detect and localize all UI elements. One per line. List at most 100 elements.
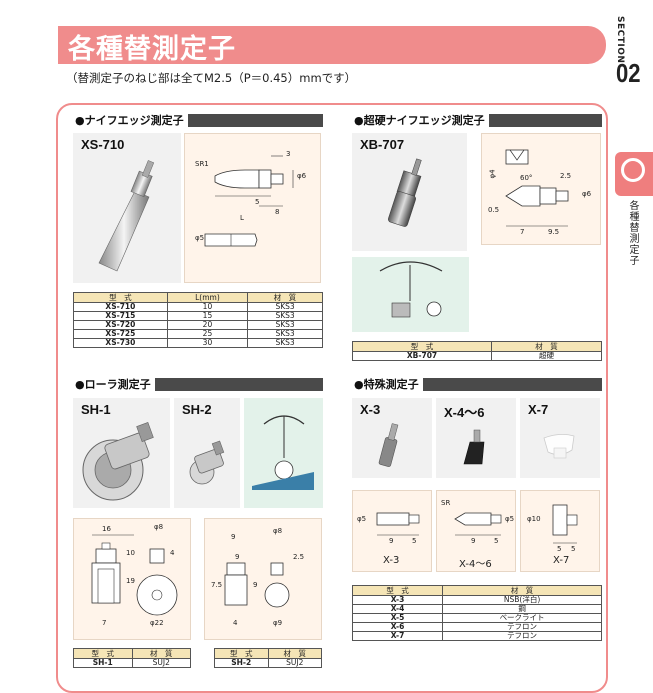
dim-label: φ5 xyxy=(357,515,367,523)
x46-photo: X-4～6 xyxy=(436,398,516,478)
dim-label: φ6 xyxy=(582,190,592,198)
dim-label: 5 xyxy=(571,545,576,553)
x7-diagram: φ10 5 5 X-7 xyxy=(520,490,600,572)
sh2-photo: SH-2 xyxy=(174,398,240,508)
header-bar xyxy=(422,378,602,391)
dim-label: 19 xyxy=(126,577,135,585)
special-section-header: ●特殊測定子 xyxy=(352,378,602,391)
dim-label: 2.5 xyxy=(293,553,305,561)
carbide-section-header: ●超硬ナイフエッジ測定子 xyxy=(352,114,602,127)
dim-label: φ5 xyxy=(195,234,205,242)
x7-photo: X-7 xyxy=(520,398,600,478)
dim-label: 9 xyxy=(231,533,236,541)
x46-diagram: SR φ5 9 5 X-4～6 xyxy=(436,490,516,572)
dim-label: φ4 xyxy=(488,169,497,179)
special-heading: ●特殊測定子 xyxy=(352,378,423,391)
table-header: 型 式 xyxy=(351,585,444,596)
dim-label: 16 xyxy=(102,525,111,533)
sh1-photo: SH-1 xyxy=(73,398,170,508)
dim-label: 9 xyxy=(253,581,258,589)
dim-label: φ8 xyxy=(273,527,283,535)
knife-photo: XS-710 xyxy=(73,133,181,283)
dim-label: 10 xyxy=(126,549,135,557)
dim-label: 5 xyxy=(412,537,417,545)
diagram-caption: X-4～6 xyxy=(459,559,492,570)
carbide-photo: XB-707 xyxy=(352,133,467,251)
dim-label: φ8 xyxy=(154,523,164,531)
carbide-diagram: φ4 60° 2.5 0.5 φ6 7 9.5 xyxy=(481,133,601,245)
dim-label: 5 xyxy=(255,198,260,206)
dim-label: 7.5 xyxy=(211,581,223,589)
sh1-diagram: 16 φ8 10 4 19 7 φ22 xyxy=(73,518,191,640)
carbide-heading: ●超硬ナイフエッジ測定子 xyxy=(352,114,489,127)
table-header: 型 式 xyxy=(73,648,133,659)
table-header: 材 質 xyxy=(247,292,323,303)
title-banner xyxy=(58,26,606,64)
dim-label: 9 xyxy=(471,537,476,545)
dim-label: φ6 xyxy=(297,172,307,180)
carbide-illustration xyxy=(388,158,422,227)
section-number: 02 xyxy=(616,58,641,88)
x3-photo: X-3 xyxy=(352,398,432,478)
dim-label: 4 xyxy=(170,549,175,557)
diagram-caption: X-3 xyxy=(383,555,400,566)
table-header: L(mm) xyxy=(166,292,249,303)
roller-usage-illustration xyxy=(244,398,323,508)
table-header: 材 質 xyxy=(267,648,322,659)
dim-label: φ10 xyxy=(527,515,541,523)
side-tab-label: 各種替測定子 xyxy=(627,200,638,266)
dim-label: L xyxy=(240,214,244,222)
table-header: 型 式 xyxy=(352,341,492,352)
page-subtitle: （替測定子のねじ部は全てM2.5（P＝0.45）mmです） xyxy=(66,71,357,85)
dim-label: 3 xyxy=(286,150,291,158)
product-model: X-3 xyxy=(360,402,381,417)
dim-label: 5 xyxy=(494,537,499,545)
header-bar xyxy=(488,114,602,127)
diagram-caption: X-7 xyxy=(553,555,570,566)
dim-label: 2.5 xyxy=(560,172,572,180)
dim-label: SR xyxy=(441,499,451,507)
header-bar xyxy=(187,114,323,127)
table-header: 材 質 xyxy=(131,648,191,659)
table-header: 材 質 xyxy=(442,585,602,596)
dim-label: 0.5 xyxy=(488,206,500,214)
product-model: SH-1 xyxy=(81,402,111,417)
dim-label: 5 xyxy=(557,545,562,553)
header-bar xyxy=(154,378,323,391)
dim-label: φ22 xyxy=(150,619,164,627)
product-model: X-7 xyxy=(528,402,549,417)
knife-heading: ●ナイフエッジ測定子 xyxy=(73,114,188,127)
product-model: SH-2 xyxy=(182,402,212,417)
dim-label: 8 xyxy=(275,208,280,216)
page-title: 各種替測定子 xyxy=(68,34,236,65)
dim-label: φ5 xyxy=(505,515,515,523)
table-header: 材 質 xyxy=(491,341,602,352)
knife-diagram: SR1 3 φ6 5 8 L φ5 xyxy=(184,133,321,283)
dim-label: 9 xyxy=(235,553,240,561)
knife-illustration xyxy=(98,160,155,272)
table-header: 型 式 xyxy=(214,648,269,659)
roller-heading: ●ローラ測定子 xyxy=(73,378,155,391)
section-label: SECTION xyxy=(615,16,625,64)
roller-section-header: ●ローラ測定子 xyxy=(73,378,323,391)
dim-label: SR1 xyxy=(195,160,209,168)
table-header: 型 式 xyxy=(73,292,168,303)
knife-section-header: ●ナイフエッジ測定子 xyxy=(73,114,323,127)
product-model: XS-710 xyxy=(81,137,125,152)
dim-label: 7 xyxy=(102,619,107,627)
dim-label: 60° xyxy=(520,174,533,182)
